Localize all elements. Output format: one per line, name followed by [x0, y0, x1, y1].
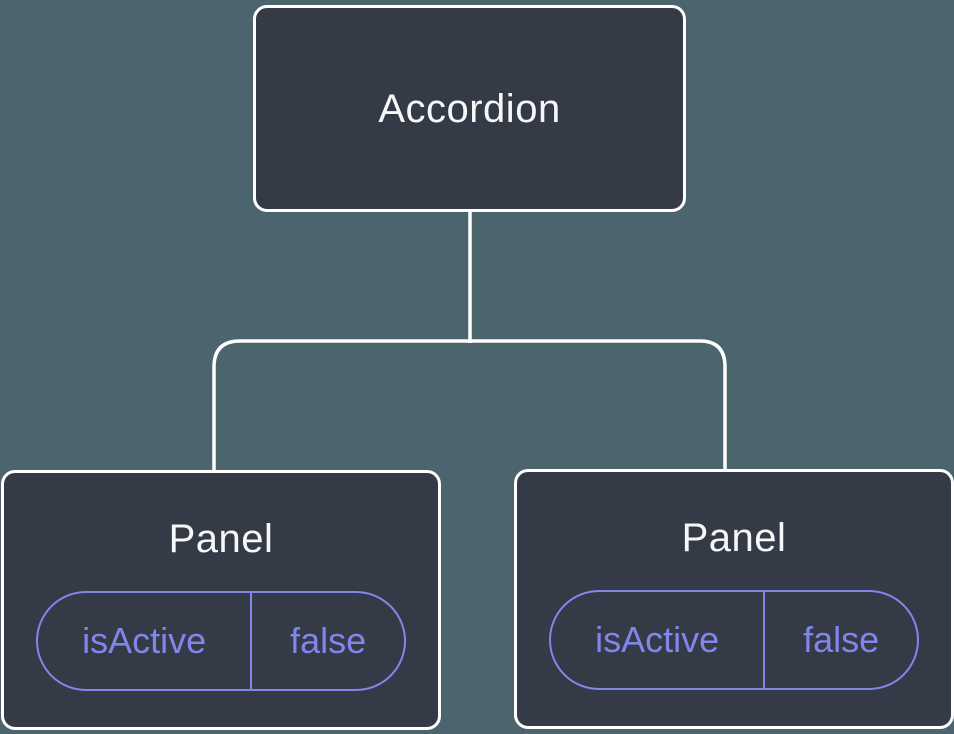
prop-pill: isActive false	[549, 590, 919, 690]
accordion-node: Accordion	[253, 5, 686, 212]
panel-node-label: Panel	[168, 517, 274, 561]
panel-node-right: Panel isActive false	[514, 469, 954, 729]
panel-node-left: Panel isActive false	[1, 470, 441, 730]
prop-name: isActive	[38, 593, 253, 689]
panel-node-label: Panel	[681, 516, 787, 560]
prop-name: isActive	[551, 592, 766, 688]
connector-branch	[212, 339, 727, 471]
accordion-node-label: Accordion	[378, 86, 561, 131]
prop-value: false	[290, 620, 367, 661]
prop-value: false	[803, 619, 880, 660]
prop-pill: isActive false	[36, 591, 406, 691]
